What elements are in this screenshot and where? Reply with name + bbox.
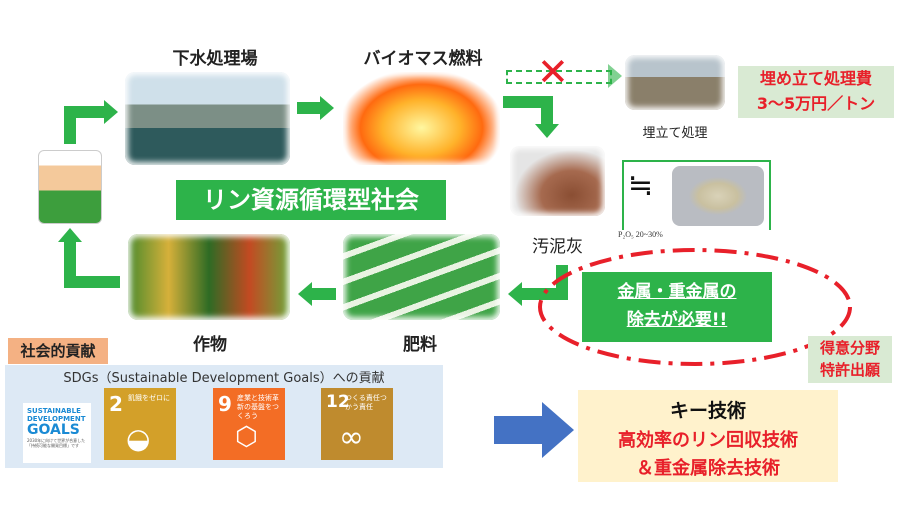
key-tech-line2: ＆重金属除去技術 bbox=[636, 458, 780, 479]
sewage-plant-image bbox=[125, 72, 290, 165]
goal-text: つくる責任つかう責任 bbox=[345, 394, 387, 411]
landfill-image bbox=[625, 55, 725, 110]
fertilizer-label: 肥料 bbox=[403, 335, 437, 355]
speech-bubble bbox=[622, 160, 771, 230]
dashed-arrow-head bbox=[608, 64, 622, 88]
arrow-to-sewage bbox=[64, 106, 106, 118]
biomass-label: バイオマス燃料 bbox=[363, 49, 483, 69]
p2o5-content: P₂O₅ 20~30% bbox=[618, 230, 663, 239]
arrow-left-head bbox=[298, 282, 312, 306]
infinity-icon: ∞ bbox=[339, 420, 364, 455]
approx-equal-symbol: ≒ bbox=[628, 168, 654, 203]
sdgs-logo: SUSTAINABLE DEVELOPMENT GOALS 2030年に向けて世… bbox=[23, 403, 91, 463]
goal-number: 12 bbox=[326, 392, 350, 412]
sludge-ash-image bbox=[510, 146, 605, 216]
logo-line2: DEVELOPMENT bbox=[27, 415, 86, 423]
red-dashed-ellipse bbox=[538, 248, 852, 366]
removal-line1: 金属・重金属の bbox=[617, 282, 737, 302]
arrow-down bbox=[541, 96, 553, 126]
arrow-left-head-2 bbox=[508, 282, 522, 306]
removal-line2: 除去が必要!! bbox=[626, 310, 728, 330]
arrow-up-head bbox=[58, 228, 82, 242]
key-technology-box: キー技術 高効率のリン回収技術 ＆重金属除去技術 bbox=[578, 390, 838, 482]
logo-line3: GOALS bbox=[27, 422, 80, 438]
goal-number: 9 bbox=[218, 392, 232, 416]
person-eating-icon bbox=[38, 150, 102, 224]
arrow-up-to-person bbox=[64, 242, 76, 288]
ash-label: 汚泥灰 bbox=[532, 237, 583, 257]
goal-text: 飢餓をゼロに bbox=[128, 394, 170, 402]
arrow-from-crops bbox=[64, 276, 120, 288]
goal-number: 2 bbox=[109, 392, 123, 416]
arrow-down-head bbox=[535, 124, 559, 138]
expertise-box: 得意分野特許出願 bbox=[808, 336, 892, 383]
cubes-icon: ⬡ bbox=[235, 422, 258, 452]
key-tech-title: キー技術 bbox=[669, 400, 746, 422]
metal-removal-box: 金属・重金属の除去が必要!! bbox=[582, 272, 772, 342]
key-tech-line1: 高効率のリン回収技術 bbox=[618, 430, 798, 451]
arrow-head bbox=[104, 100, 118, 124]
sdgs-panel: SDGs（Sustainable Development Goals）への貢献 … bbox=[5, 365, 443, 468]
expertise-line2: 特許出願 bbox=[819, 361, 880, 379]
landfill-label: 埋立て処理 bbox=[642, 126, 708, 141]
landfill-cost-line1: 埋め立て処理費 bbox=[759, 69, 872, 88]
landfill-cost-box: 埋め立て処理費 3〜5万円／トン bbox=[738, 66, 894, 118]
arrow-right-head bbox=[320, 96, 334, 120]
sdgs-heading: SDGs（Sustainable Development Goals）への貢献 bbox=[63, 371, 385, 386]
crops-image bbox=[128, 234, 290, 320]
arrow-left bbox=[312, 288, 336, 300]
biomass-fire-image bbox=[343, 72, 500, 165]
sewage-label: 下水処理場 bbox=[172, 49, 258, 69]
fertilizer-image bbox=[343, 234, 500, 320]
cross-icon: ✕ bbox=[537, 50, 569, 94]
arrow-right bbox=[297, 102, 321, 114]
phosphate-rock-image bbox=[672, 166, 764, 226]
cycle-title: リン資源循環型社会 bbox=[176, 180, 446, 220]
logo-note: 2030年に向けて世界が合意した「持続可能な開発目標」です bbox=[27, 438, 86, 448]
sdg-goal-2: 2 飢餓をゼロに ◒ bbox=[104, 388, 176, 460]
logo-line1: SUSTAINABLE bbox=[27, 407, 81, 415]
blue-arrow bbox=[494, 402, 574, 458]
bowl-icon: ◒ bbox=[126, 422, 151, 455]
crops-label: 作物 bbox=[193, 335, 227, 355]
landfill-cost-line2: 3〜5万円／トン bbox=[756, 94, 876, 113]
social-contribution-tag: 社会的貢献 bbox=[8, 338, 108, 364]
expertise-line1: 得意分野 bbox=[819, 339, 880, 357]
arrow-bend bbox=[503, 96, 553, 108]
goal-text: 産業と技術革新の基盤をつくろう bbox=[237, 394, 279, 420]
